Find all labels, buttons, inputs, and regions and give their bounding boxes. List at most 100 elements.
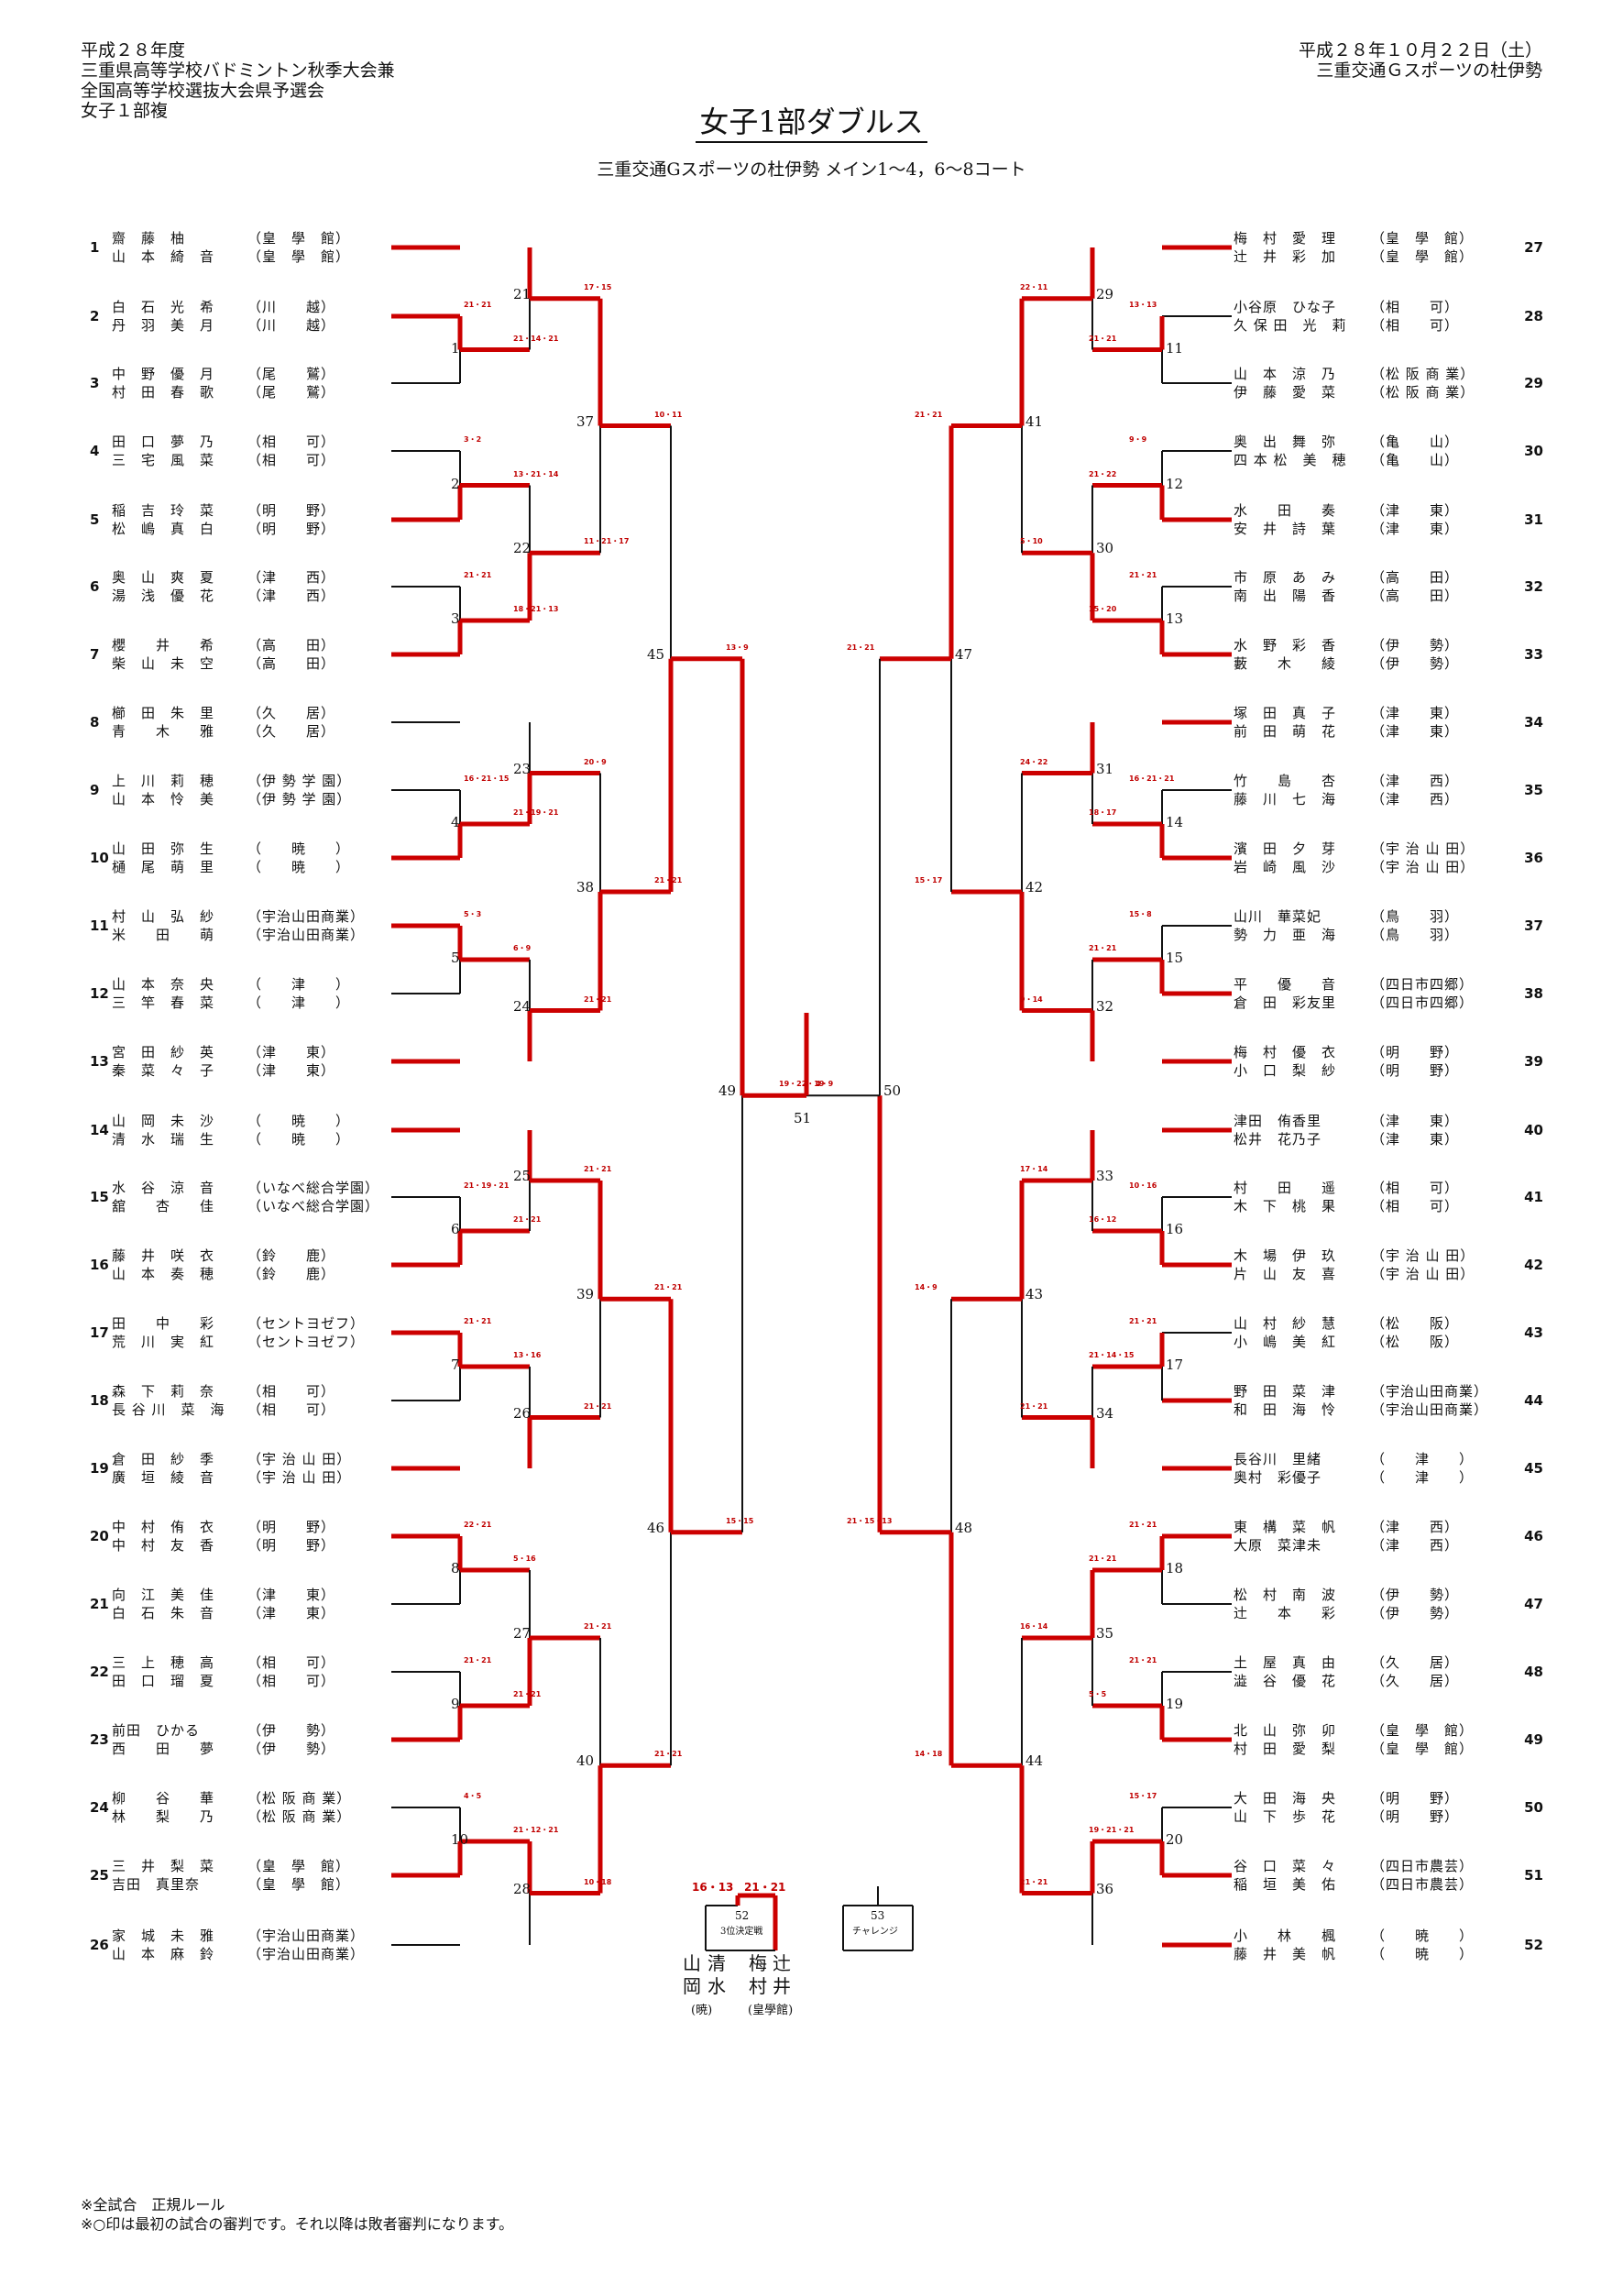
school-name: （松 阪 商 業） <box>1371 366 1475 382</box>
score-label: 21・21 <box>1020 1877 1048 1886</box>
team-seed: 13 <box>90 1053 109 1070</box>
school-name: （津 東） <box>247 1062 336 1079</box>
player-name: 山 本 奈 央 <box>112 976 215 993</box>
team-names: 柳 谷 華（松 阪 商 業）林 梨 乃（松 阪 商 業） <box>112 1789 385 1826</box>
score-label: 6・9 <box>513 944 532 952</box>
school-name: （津 東） <box>1371 705 1460 721</box>
team-names: 田 口 夢 乃（相 可）三 宅 風 菜（相 可） <box>112 433 385 469</box>
player-name: 三 宅 風 菜 <box>112 452 215 468</box>
school-name: （津 東） <box>1371 1131 1460 1148</box>
player-name: 藤 井 咲 衣 <box>112 1247 215 1264</box>
score-label: 21・21 <box>847 643 875 652</box>
match-number: 31 <box>1096 760 1114 777</box>
third-place-score-right: 21・21 <box>744 1881 786 1894</box>
score-label: 21・21 <box>654 1283 683 1292</box>
team-names: 平 優 音（四日市四郷）倉 田 彩友里（四日市四郷） <box>1234 975 1507 1012</box>
team-names: 齋 藤 柚（皇 學 館）山 本 綺 音（皇 學 館） <box>112 229 385 266</box>
team-seed: 50 <box>1524 1799 1543 1816</box>
school-name: （津 西） <box>1371 1519 1460 1535</box>
team-names: 小 林 楓（ 暁 ）藤 井 美 帆（ 暁 ） <box>1234 1927 1507 1963</box>
player-name: 前田 ひかる <box>112 1722 201 1739</box>
score-label: 21・21 <box>464 1317 492 1325</box>
third-place-school: (暁) <box>691 2004 713 2017</box>
player-name: 松井 花乃子 <box>1234 1131 1322 1148</box>
third-place-label: 3位決定戦 <box>720 1927 763 1937</box>
match-number: 44 <box>1025 1752 1044 1770</box>
score-label: 9・14 <box>1020 994 1043 1004</box>
team-seed: 43 <box>1524 1324 1543 1341</box>
score-label: 21・21 <box>1020 1401 1048 1411</box>
player-name: 櫛 田 朱 里 <box>112 705 215 721</box>
team-seed: 34 <box>1524 714 1543 731</box>
player-name: 土 屋 真 由 <box>1234 1654 1337 1671</box>
score-label: 19・21・21 <box>1089 1826 1135 1834</box>
player-name: 塚 田 真 子 <box>1234 705 1337 721</box>
team-names: 木 場 伊 玖（宇 治 山 田）片 山 友 喜（宇 治 山 田） <box>1234 1247 1507 1283</box>
header-right: 平成２８年１０月２２日（土） 三重交通Ｇスポーツの杜伊勢 <box>1299 40 1542 81</box>
score-label: 21・21 <box>1089 1554 1117 1563</box>
school-name: （四日市農芸） <box>1371 1876 1475 1893</box>
score-label: 10・16 <box>1129 1181 1157 1190</box>
team-names: 濱 田 夕 芽（宇 治 山 田）岩 崎 風 沙（宇 治 山 田） <box>1234 840 1507 876</box>
player-name: 田 口 瑠 夏 <box>112 1673 215 1689</box>
school-name: （相 可） <box>247 1401 336 1418</box>
team-names: 向 江 美 佳（津 東）白 石 朱 音（津 東） <box>112 1586 385 1622</box>
team-seed: 39 <box>1524 1053 1543 1070</box>
school-name: （いなべ総合学園） <box>247 1198 380 1214</box>
player-name: 廣 垣 綾 音 <box>112 1469 215 1486</box>
third-place-player-name: 山 <box>683 1952 701 1974</box>
player-name: 山 本 涼 乃 <box>1234 366 1337 382</box>
player-name: 南 出 陽 香 <box>1234 588 1337 604</box>
school-name: （皇 學 館） <box>247 1876 351 1893</box>
team-names: 山川 華菜妃（鳥 羽）勢 力 亜 海（鳥 羽） <box>1234 907 1507 944</box>
school-name: （松 阪 商 業） <box>247 1790 352 1807</box>
player-name: 濱 田 夕 芽 <box>1234 840 1337 857</box>
school-name: （皇 學 館） <box>247 230 351 247</box>
match-number: 7 <box>451 1357 460 1373</box>
player-name: 藪 木 綾 <box>1234 655 1337 672</box>
school-name: （久 居） <box>1371 1673 1460 1689</box>
school-name: （津 西） <box>247 588 336 604</box>
match-number: 41 <box>1025 412 1044 430</box>
team-names: 山 村 紗 慧（松 阪）小 嶋 美 紅（松 阪） <box>1234 1314 1507 1351</box>
score-label: 21・12・21 <box>513 1826 559 1834</box>
team-names: 北 山 弥 卯（皇 學 館）村 田 愛 梨（皇 學 館） <box>1234 1721 1507 1758</box>
team-names: 白 石 光 希（川 越）丹 羽 美 月（川 越） <box>112 298 385 335</box>
team-names: 山 田 弥 生（ 暁 ）樋 尾 萌 里（ 暁 ） <box>112 840 385 876</box>
team-seed: 10 <box>90 850 109 866</box>
player-name: 林 梨 乃 <box>112 1808 215 1825</box>
challenge-label: チャレンジ <box>852 1927 898 1937</box>
player-name: 湯 浅 優 花 <box>112 588 215 604</box>
team-seed: 47 <box>1524 1596 1543 1612</box>
school-name: （伊 勢） <box>1371 1587 1460 1603</box>
team-names: 竹 島 杏（津 西）藤 川 七 海（津 西） <box>1234 772 1507 808</box>
school-name: （四日市四郷） <box>1371 976 1475 993</box>
school-name: （津 東） <box>247 1587 336 1603</box>
team-names: 倉 田 紗 季（宇 治 山 田）廣 垣 綾 音（宇 治 山 田） <box>112 1450 385 1487</box>
team-seed: 2 <box>90 308 100 324</box>
school-name: （宇治山田商業） <box>247 908 366 925</box>
match-number: 36 <box>1096 1880 1114 1897</box>
team-seed: 3 <box>90 375 100 391</box>
player-name: 舘 杏 佳 <box>112 1198 215 1214</box>
school-name: （ 津 ） <box>1371 1451 1475 1467</box>
team-seed: 6 <box>90 578 100 595</box>
score-label: 21・21 <box>654 1750 683 1759</box>
team-seed: 7 <box>90 646 100 663</box>
school-name: （明 野） <box>247 502 336 519</box>
score-label: 16・12 <box>1089 1215 1117 1224</box>
player-name: 奥 出 舞 弥 <box>1234 434 1337 450</box>
school-name: （皇 學 館） <box>1371 248 1475 265</box>
match-number: 34 <box>1096 1404 1114 1422</box>
school-name: （ 暁 ） <box>247 1113 351 1129</box>
player-name: 平 優 音 <box>1234 976 1337 993</box>
school-name: （宇 治 山 田） <box>1371 1266 1475 1282</box>
team-seed: 23 <box>90 1731 109 1748</box>
